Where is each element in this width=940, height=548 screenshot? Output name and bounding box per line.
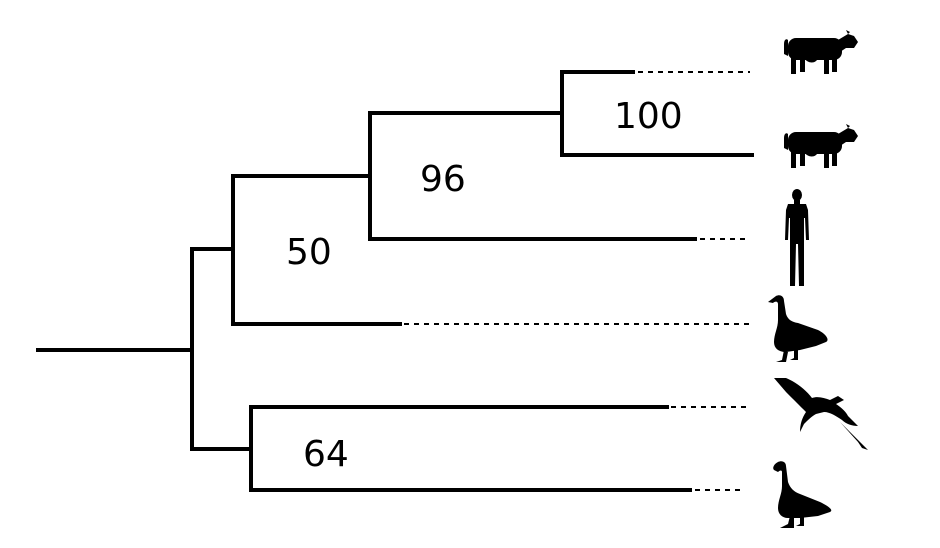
cow-icon <box>784 30 858 74</box>
support-value-50: 50 <box>286 232 332 273</box>
goose-icon <box>768 295 828 362</box>
support-value-96: 96 <box>420 159 466 200</box>
goose-icon <box>773 461 832 528</box>
human-icon <box>785 189 809 286</box>
support-value-100: 100 <box>614 96 683 137</box>
seagull-icon <box>774 378 868 450</box>
cow-icon <box>784 124 858 168</box>
support-value-64: 64 <box>303 434 349 475</box>
